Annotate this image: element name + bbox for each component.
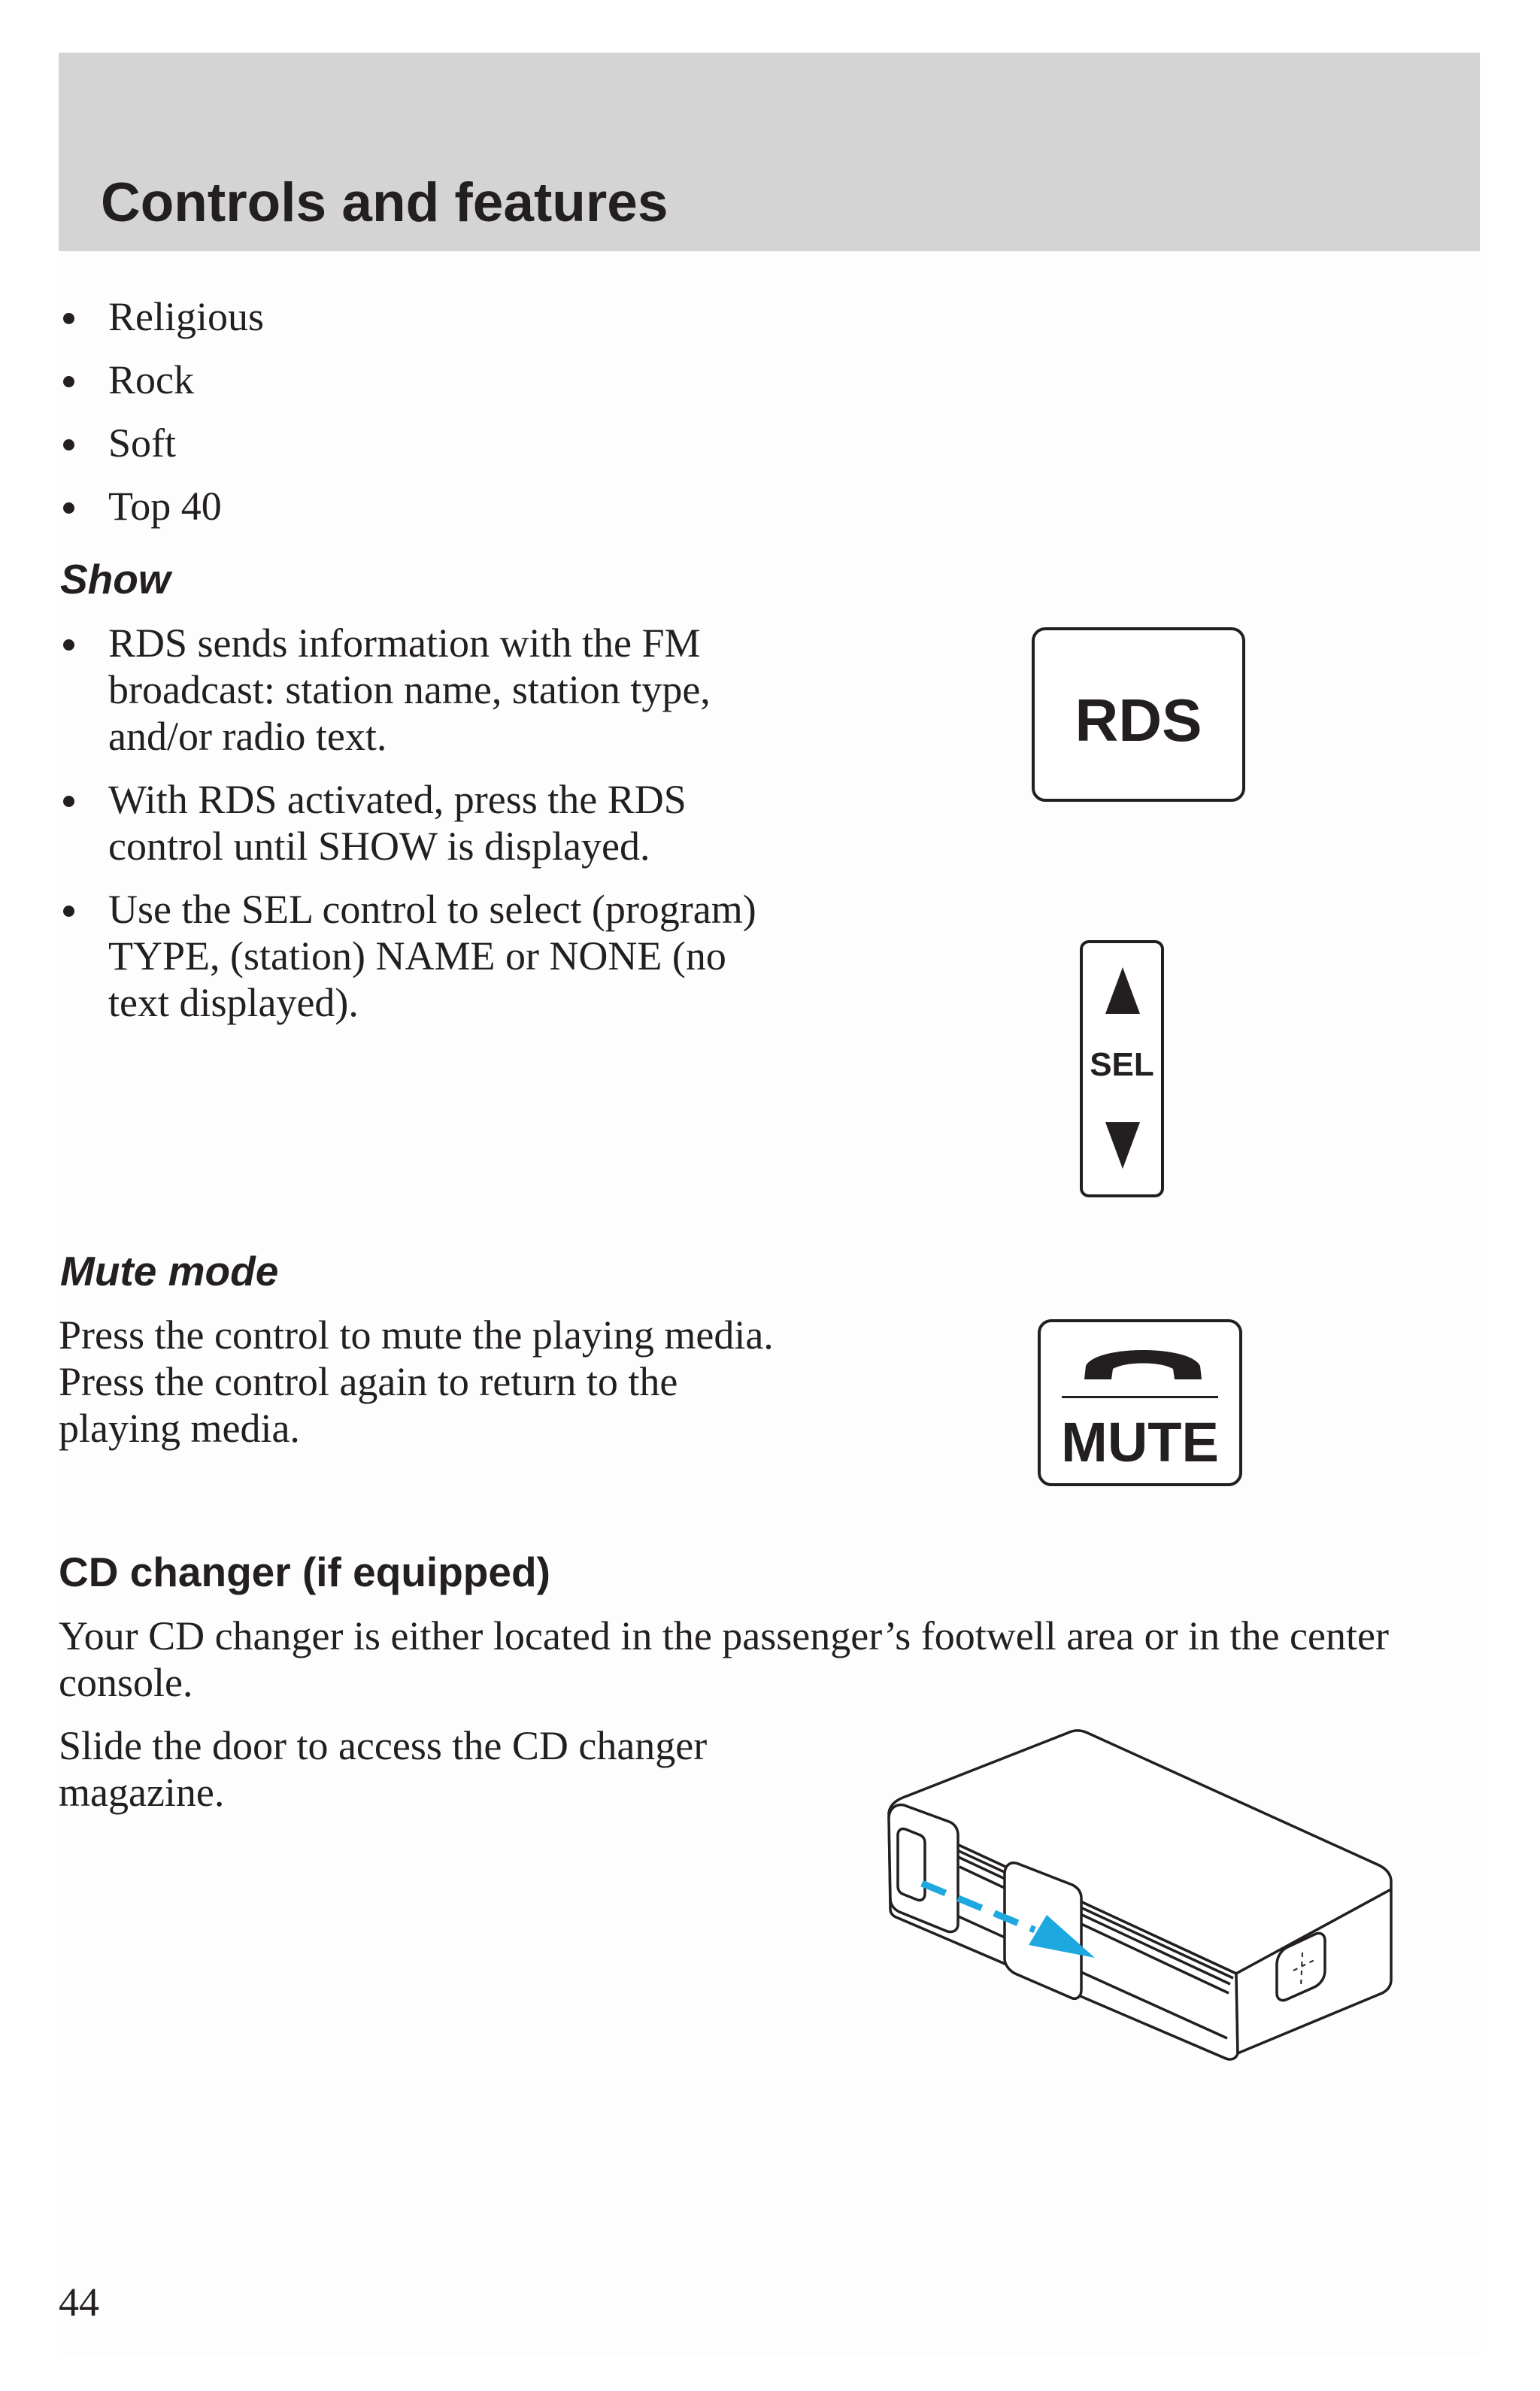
show-list: RDS sends information with the FM broadc… (59, 620, 796, 1042)
mute-text: Press the control to mute the playing me… (59, 1312, 774, 1451)
list-item: With RDS activated, press the RDS contro… (59, 776, 796, 869)
up-arrow-icon (1105, 967, 1140, 1014)
page-number: 44 (59, 2280, 99, 2325)
cd-changer-illustration (887, 1729, 1393, 2061)
sel-label: SEL (1090, 1046, 1154, 1083)
list-item: Rock (59, 357, 735, 420)
list-item: Soft (59, 420, 735, 483)
genre-list: Religious Rock Soft Top 40 (59, 293, 735, 546)
mute-button: MUTE (1038, 1319, 1242, 1486)
list-item: Use the SEL control to select (program) … (59, 886, 796, 1026)
rds-label: RDS (1075, 687, 1202, 754)
mute-divider (1062, 1396, 1218, 1398)
mute-label: MUTE (1061, 1411, 1219, 1473)
show-heading: Show (60, 556, 171, 602)
slide-arrow-icon (920, 1880, 1095, 1958)
list-item: RDS sends information with the FM broadc… (59, 620, 796, 760)
cd-heading: CD changer (if equipped) (59, 1549, 550, 1595)
phone-handset-icon (1084, 1350, 1202, 1379)
rds-button: RDS (1032, 627, 1245, 802)
header-bar (59, 53, 1480, 251)
mute-heading: Mute mode (60, 1248, 279, 1294)
cd-paragraph-2: Slide the door to access the CD changer … (59, 1723, 708, 1815)
list-item: Religious (59, 293, 735, 357)
cd-paragraph-1: Your CD changer is either located in the… (59, 1613, 1389, 1705)
sel-button: SEL (1080, 940, 1164, 1197)
page-title: Controls and features (101, 172, 668, 233)
down-arrow-icon (1105, 1122, 1140, 1169)
list-item: Top 40 (59, 483, 735, 546)
